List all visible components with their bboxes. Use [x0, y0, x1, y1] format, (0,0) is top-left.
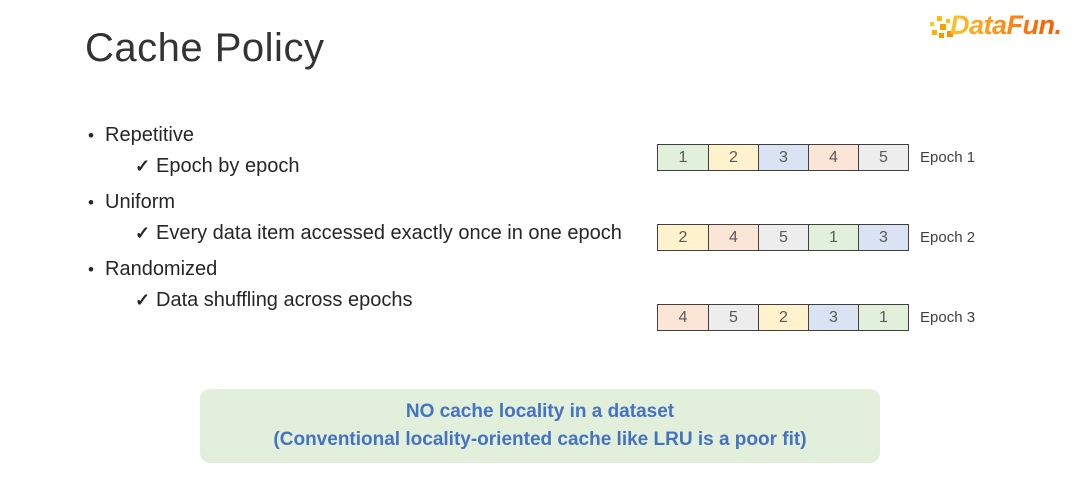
checkmark-icon: ✓	[135, 290, 151, 310]
epoch-row-2: 2 4 5 1 3 Epoch 2	[657, 224, 975, 251]
epoch-cell: 2	[658, 225, 708, 250]
epoch-label: Epoch 3	[920, 309, 976, 326]
epoch-cell: 3	[858, 225, 908, 250]
note-line-1: NO cache locality in a dataset	[405, 401, 675, 422]
epoch-label: Epoch 1	[920, 149, 976, 166]
bullet-sub-label: Every data item accessed exactly once in…	[156, 222, 622, 244]
epoch-cells: 4 5 2 3 1	[657, 304, 909, 331]
bullet-sub-item: ✓ Epoch by epoch	[88, 155, 658, 178]
epoch-row-3: 4 5 2 3 1 Epoch 3	[657, 304, 975, 331]
epoch-cell: 1	[658, 145, 708, 170]
epoch-cell: 5	[758, 225, 808, 250]
bullet-group-randomized: • Randomized ✓ Data shuffling across epo…	[88, 258, 658, 312]
epoch-cell: 3	[758, 145, 808, 170]
epoch-cell: 4	[708, 225, 758, 250]
datafun-logo: DataFun.	[928, 6, 1068, 48]
bullet-dot-icon: •	[88, 260, 94, 279]
bullet-sub-label: Data shuffling across epochs	[156, 289, 413, 311]
logo-pixels-icon	[928, 6, 960, 48]
bullet-sub-label: Epoch by epoch	[156, 155, 300, 177]
bullet-sub-item: ✓ Every data item accessed exactly once …	[88, 222, 658, 245]
note-line-2: (Conventional locality-oriented cache li…	[273, 429, 807, 450]
epoch-cells: 2 4 5 1 3	[657, 224, 909, 251]
epoch-cell: 4	[658, 305, 708, 330]
bullet-group-uniform: • Uniform ✓ Every data item accessed exa…	[88, 191, 658, 245]
checkmark-icon: ✓	[135, 156, 151, 176]
note-box: NO cache locality in a dataset (Conventi…	[200, 389, 880, 463]
epoch-cell: 2	[758, 305, 808, 330]
bullet-item: • Randomized	[88, 258, 658, 281]
epoch-row-1: 1 2 3 4 5 Epoch 1	[657, 144, 975, 171]
page-title: Cache Policy	[85, 26, 325, 70]
bullet-label: Uniform	[105, 191, 176, 213]
bullet-group-repetitive: • Repetitive ✓ Epoch by epoch	[88, 124, 658, 178]
bullet-sub-item: ✓ Data shuffling across epochs	[88, 289, 658, 312]
checkmark-icon: ✓	[135, 223, 151, 243]
epoch-cell: 5	[858, 145, 908, 170]
epoch-label: Epoch 2	[920, 229, 976, 246]
epoch-cell: 1	[858, 305, 908, 330]
epoch-cell: 2	[708, 145, 758, 170]
bullet-label: Randomized	[105, 258, 218, 280]
epoch-cell: 5	[708, 305, 758, 330]
logo-text: DataFun.	[950, 10, 1062, 40]
epoch-cells: 1 2 3 4 5	[657, 144, 909, 171]
bullet-dot-icon: •	[88, 126, 94, 145]
bullet-label: Repetitive	[105, 124, 194, 146]
bullet-list: • Repetitive ✓ Epoch by epoch • Uniform …	[88, 124, 658, 325]
bullet-dot-icon: •	[88, 193, 94, 212]
bullet-item: • Repetitive	[88, 124, 658, 147]
epoch-cell: 3	[808, 305, 858, 330]
bullet-item: • Uniform	[88, 191, 658, 214]
epoch-cell: 1	[808, 225, 858, 250]
epoch-cell: 4	[808, 145, 858, 170]
